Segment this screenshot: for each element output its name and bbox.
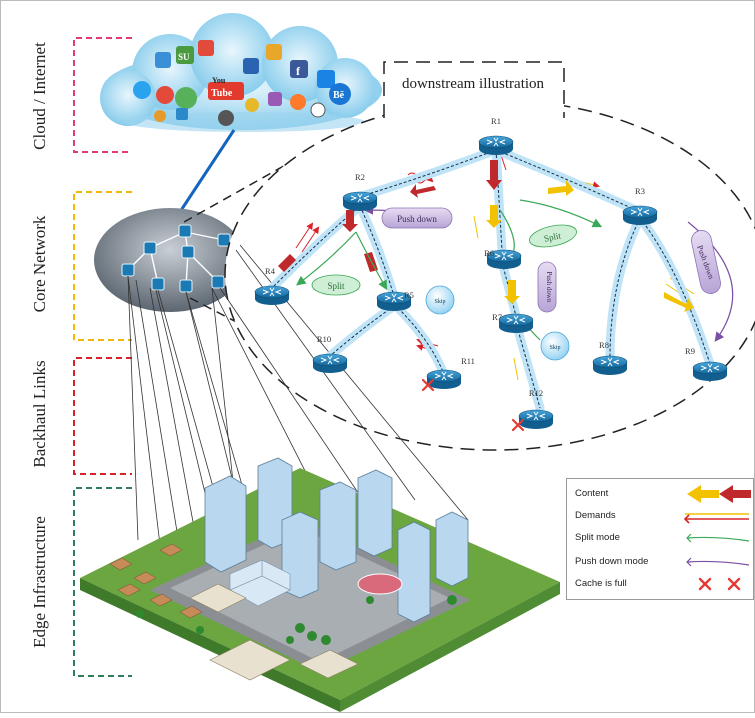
tier-label-core: Core Network	[30, 215, 49, 313]
illustration-title-box	[383, 61, 565, 118]
skip-label-r5: Skip	[434, 299, 445, 305]
youtube-you-text: You	[212, 76, 226, 85]
router-r4: R4	[254, 266, 290, 305]
cache-full-markers	[421, 378, 525, 432]
tier-bracket-cloud	[73, 37, 132, 153]
edge-city	[80, 457, 560, 712]
tier-bracket-backhaul	[73, 357, 132, 475]
router-r3: R3	[622, 186, 658, 225]
legend-content-label: Content	[575, 488, 609, 499]
router-r9: R9	[685, 346, 728, 381]
router-r1: R1	[478, 116, 514, 155]
router-label: R12	[529, 388, 543, 398]
tier-bracket-edge	[73, 487, 132, 677]
legend-demands-label: Demands	[575, 510, 616, 521]
legend-content-arrows-icon	[687, 485, 751, 503]
social-media-icons	[133, 40, 351, 126]
router-label: R9	[685, 346, 695, 356]
router-r10: R10	[312, 334, 348, 373]
split-bubble-r6r3: Split	[529, 224, 577, 248]
skip-label-r7: Skip	[549, 345, 560, 351]
content-arrows	[278, 160, 694, 312]
behance-text: Bē	[333, 90, 345, 101]
router-label: R1	[491, 116, 501, 126]
router-label: R11	[461, 356, 475, 366]
router-label: R2	[355, 172, 365, 182]
cache-full-icon-r11	[421, 378, 435, 392]
legend-push-down-label: Push down mode	[575, 556, 649, 567]
router-r7: R7	[492, 312, 534, 333]
router-label: R6	[484, 248, 494, 258]
skip-bubble-r5: Skip	[425, 285, 455, 315]
tier-label-edge: Edge Infrastructure	[30, 516, 49, 648]
router-r6: R6	[484, 248, 522, 269]
cloud-core-link	[170, 129, 236, 225]
router-label: R4	[265, 266, 276, 276]
cloud-logo-text: You Tube Bē f SU	[178, 52, 345, 101]
legend-demands-icon	[683, 513, 749, 524]
cloud-internet	[100, 13, 382, 132]
illustration-title: downstream illustration	[401, 76, 545, 92]
push-down-pill-r3: Push down	[691, 230, 721, 294]
router-r2: R2	[342, 172, 378, 211]
tier-label-cloud: Cloud / Internet	[30, 42, 49, 150]
push-down-pill-r2: Push down	[381, 207, 453, 229]
legend-symbols	[683, 485, 751, 591]
router-label: R5	[404, 290, 414, 300]
router-r11: R11	[426, 356, 475, 389]
skip-bubble-r7: Skip	[540, 331, 570, 361]
tier-label-backhaul: Backhaul Links	[30, 360, 49, 468]
split-label-right: Split	[543, 230, 562, 243]
legend-split-mode-icon	[686, 533, 750, 543]
router-r8: R8	[592, 340, 628, 375]
legend-cache-full-icon	[698, 577, 741, 591]
router-r5: R5	[376, 290, 414, 311]
router-label: R7	[492, 312, 502, 322]
facebook-text: f	[296, 64, 301, 78]
youtube-tube-text: Tube	[211, 88, 233, 99]
push-down-label-r2: Push down	[397, 214, 437, 224]
router-label: R10	[317, 334, 331, 344]
stumbleupon-text: SU	[178, 52, 190, 62]
legend-split-mode-label: Split mode	[575, 532, 620, 543]
core-network	[94, 208, 246, 312]
push-down-pill-r6: Push down	[537, 261, 557, 313]
legend-push-down-icon	[686, 557, 750, 567]
router-r12: R12	[518, 388, 554, 429]
legend: Content Demands Split mode Push down mod…	[566, 478, 754, 600]
tier-bracket-core	[73, 191, 132, 341]
split-label-left: Split	[327, 281, 345, 291]
legend-cache-full-label: Cache is full	[575, 578, 627, 589]
router-label: R8	[599, 340, 609, 350]
router-label: R3	[635, 186, 645, 196]
split-bubble-r4r5: Split	[311, 274, 361, 296]
cache-full-icon-r12	[511, 418, 525, 432]
push-down-label-r6: Push down	[545, 272, 553, 303]
